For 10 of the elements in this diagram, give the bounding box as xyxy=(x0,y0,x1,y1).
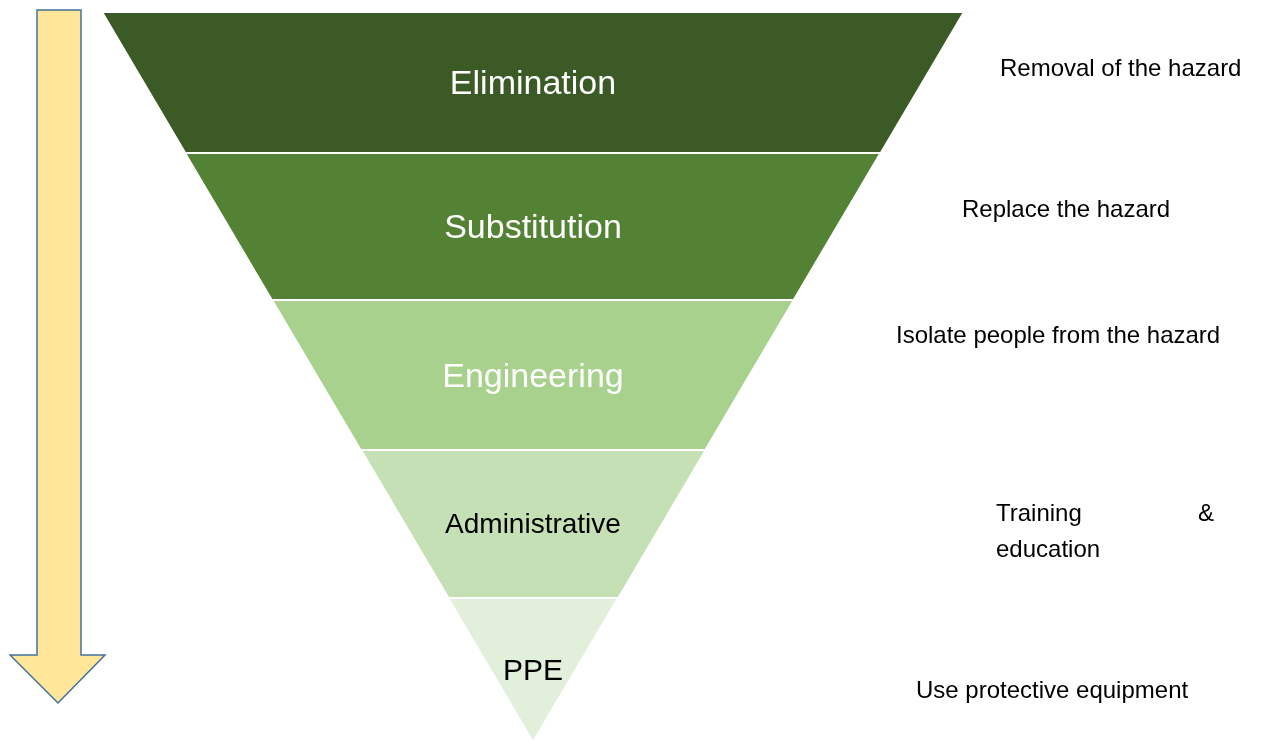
level-description: Isolate people from the hazard xyxy=(896,320,1222,350)
level-label: Elimination xyxy=(449,63,617,102)
level-description: Training & education xyxy=(996,498,1214,564)
level-description: Use protective equipment xyxy=(916,675,1190,705)
level-label: PPE xyxy=(502,653,563,687)
level-description: Replace the hazard xyxy=(962,194,1172,224)
level-description: Removal of the hazard xyxy=(1000,53,1243,83)
level-label: Administrative xyxy=(445,508,621,540)
level-label: Substitution xyxy=(444,207,622,246)
level-label: Engineering xyxy=(442,355,624,395)
